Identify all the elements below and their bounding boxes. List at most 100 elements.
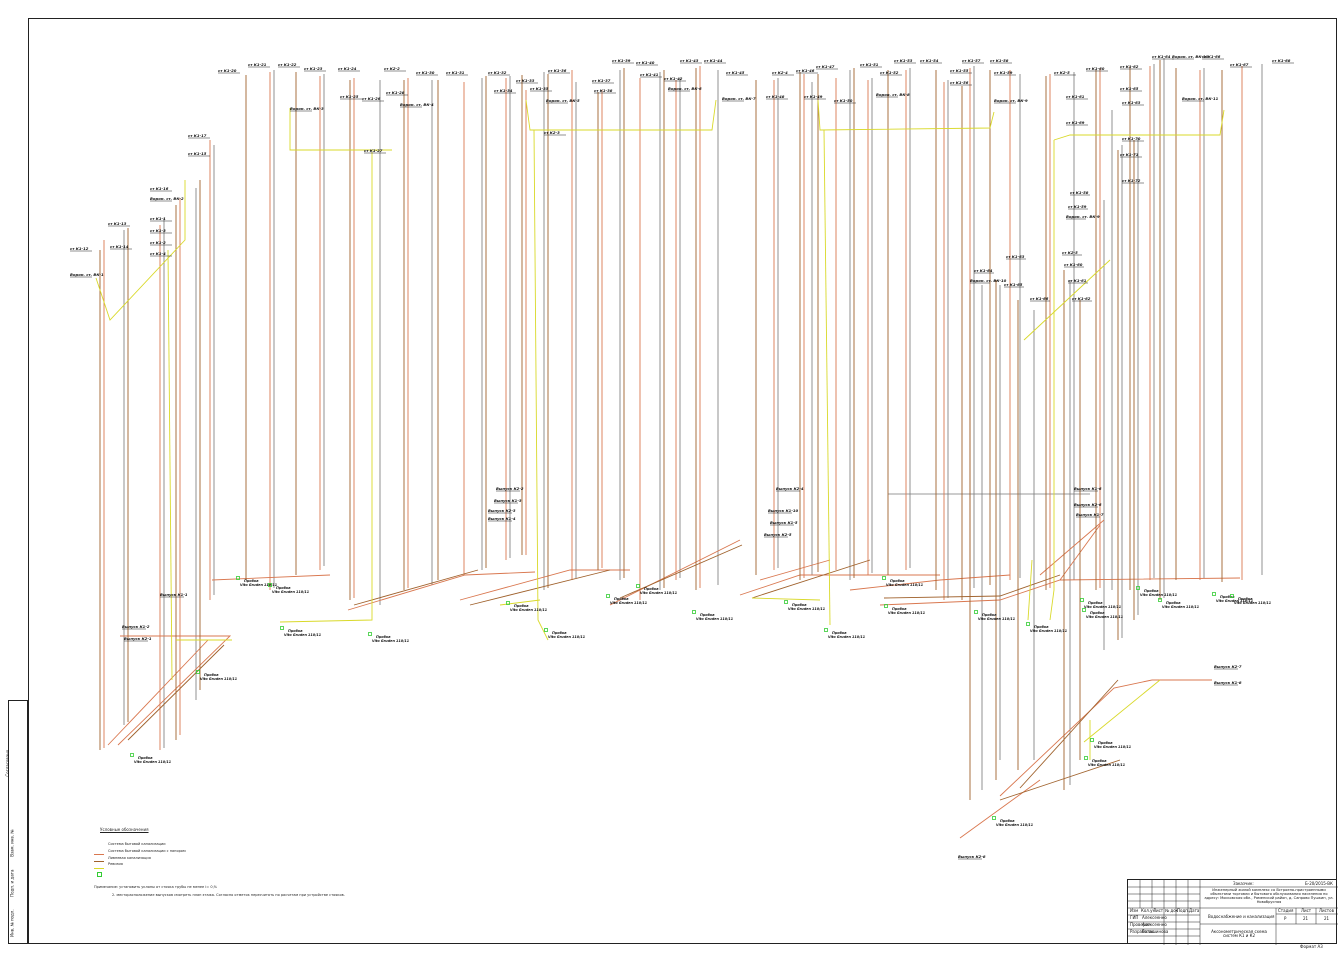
storm-pipe [279,152,373,623]
riser-label: ст К1-15 [188,151,207,156]
valve-label: Vito Gruden 110/11 [134,760,171,764]
riser-label: ст К1-60 [1064,262,1083,267]
valve-label: Пробка [792,603,807,607]
revision-valve [1084,756,1088,760]
leader-lines [70,58,1294,860]
riser-label: ст К1-36 [548,68,567,73]
outlet-label: Выпуск К2-2 [496,486,524,491]
revision-valve [1080,598,1084,602]
valve-label: Пробка [982,613,997,617]
riser-label: ст К1-67 [1230,62,1249,67]
collector-pipe [117,635,232,746]
riser-label: Ворон. ст. ВК-10 [1172,54,1209,59]
riser-label: ст К1-72 [1122,178,1141,183]
valve-label: Пробка [552,631,567,635]
valve-label: Vito Gruden 110/11 [888,611,925,615]
collector-pipe [999,759,1121,801]
riser-label: ст К1-59 [994,70,1013,75]
valve-label: Пробка [1090,611,1105,615]
revision-valve [884,604,888,608]
riser-label: ст К1-38 [594,88,613,93]
object-description: Инженерный жилой комплекс со Встроено-пр… [1204,888,1334,904]
storm-pipe [95,180,186,321]
valve-label: Vito Gruden 110/11 [1030,629,1067,633]
outlet-label: Выпуск К2-7 [1214,664,1242,669]
revision-valve [130,753,134,757]
valve-label: Пробка [892,607,907,611]
revision-valve [280,626,284,630]
riser-label: ст К2-4 [772,70,788,75]
storm-pipe [1023,259,1111,341]
legend-title: Условные обозначения [100,827,149,832]
valve-label: Пробка [1144,589,1159,593]
riser-label: ст К1-45 [726,70,745,75]
valve-label: Пробка [204,673,219,677]
riser-label: ст К1-3 [150,228,166,233]
revision-valve [506,601,510,605]
collector-pipe [999,679,1212,797]
valve-label: Пробка [1098,741,1113,745]
pipes-storm [95,99,1225,760]
valve-label: Пробка [288,629,303,633]
outlet-label: Выпуск К2-8 [958,854,986,859]
riser-label: ст К1-30 [416,70,435,75]
valve-label: Vito Gruden 110/11 [886,583,923,587]
role-label: ГИП [1130,915,1139,920]
riser-label: ст К1-13 [108,221,127,226]
legend-item: Ревизия [94,862,123,883]
riser-label: Ворон. ст. ВК-5 [546,98,580,103]
riser-label: ст К1-4 [150,251,166,256]
revision-valve [1082,608,1086,612]
collector-pipe [107,639,209,746]
storm-pipe [1083,679,1161,743]
valve-label: Vito Gruden 110/11 [510,608,547,612]
revision-valve [544,628,548,632]
outlet-label: Выпуск К1-4 [488,516,516,521]
riser-label: ст К1-71 [1120,152,1139,157]
riser-label: ст К1-25 [340,94,359,99]
storm-pipe [167,249,173,681]
revision-valve [1136,586,1140,590]
valve-label: Пробка [138,756,153,760]
riser-label: ст К1-26 [362,96,381,101]
valve-label: Vito Gruden 110/11 [1234,601,1271,605]
riser-label: ст К1-12 [70,246,89,251]
project-code: Б-20/2015-ВК [1305,881,1333,886]
riser-label: ст К1-64 [1152,54,1171,59]
revision-valve [1026,622,1030,626]
person-name: Алексеенко [1142,922,1167,927]
riser-label: ст К1-22 [278,62,297,67]
valve-label: Пробка [514,604,529,608]
outlet-label: Выпуск К1-5 [770,520,798,525]
column-sheets: Листов [1319,908,1334,913]
riser-label: ст К1-49 [804,94,823,99]
riser-label: ст К1-68 [1272,58,1291,63]
header-cell: Подп. [1177,908,1190,913]
header-cell: № док [1165,908,1179,913]
riser-label: ст К1-16 [150,186,169,191]
riser-label: ст К2-2 [384,66,400,71]
revision-valve [368,632,372,636]
outlet-label: Выпуск К1-1 [160,592,188,597]
valve-label: Пробка [1220,595,1235,599]
riser-label: ст К1-14 [110,244,129,249]
legend-note-1: Примечание: установить уклоны от стояка … [94,885,218,889]
riser-label: ст К1-51 [860,62,879,67]
role-label: Проверил [1130,922,1151,927]
storm-pipe [817,99,995,131]
valve-label: Vito Gruden 110/11 [200,677,237,681]
riser-label: ст К1-48 [766,94,785,99]
legend-item-label: Система бытовой канализации с напором [108,849,186,853]
valve-label: Пробка [1000,819,1015,823]
valve-label: Vito Gruden 110/11 [1094,745,1131,749]
revision-valve [1230,594,1234,598]
revision-valve [268,583,272,587]
valve-label: Пробка [376,635,391,639]
storm-pipe [1027,559,1033,621]
collector-pipe [1039,519,1105,576]
valve-label: Пробка [644,587,659,591]
legend-item: Система бытовой канализации [94,842,166,863]
